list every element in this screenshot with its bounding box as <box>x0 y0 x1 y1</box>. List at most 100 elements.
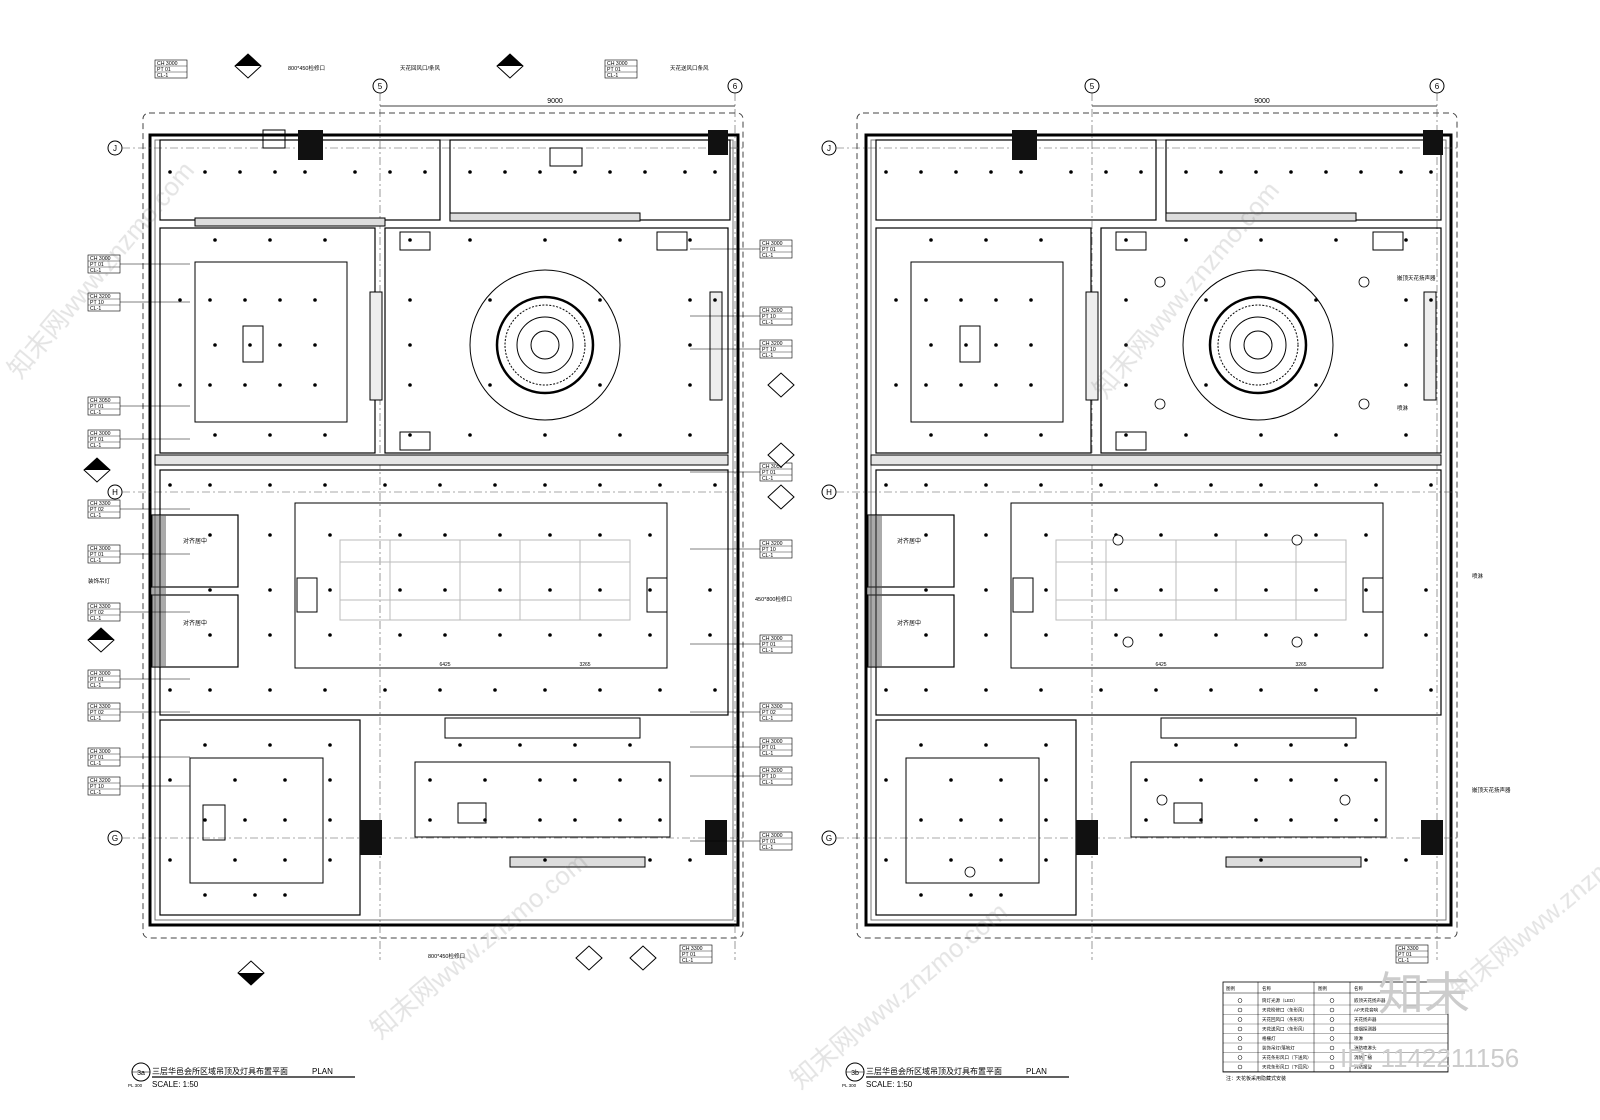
downlight-point <box>1184 433 1188 437</box>
downlight-point <box>1124 433 1128 437</box>
dim-3265: 3265 <box>579 662 590 668</box>
grid-ceiling <box>339 539 631 621</box>
downlight-point <box>168 778 172 782</box>
downlight-point <box>1104 170 1108 174</box>
downlight-point <box>1184 170 1188 174</box>
legend-footnote: 注：天花板采用隐藏式安装 <box>1226 1075 1286 1082</box>
downlight-point <box>1124 238 1128 242</box>
circular-ceiling <box>469 269 621 421</box>
downlight-point <box>984 483 988 487</box>
access-hatch <box>549 147 583 167</box>
svg-text:H: H <box>826 488 832 497</box>
downlight-point <box>884 688 888 692</box>
tag-ch: CH 3000 <box>607 61 628 67</box>
column-block <box>705 820 727 855</box>
tag-cl: CL-1 <box>90 513 101 519</box>
downlight-point <box>1314 298 1318 302</box>
downlight-point <box>919 743 923 747</box>
downlight-point <box>618 238 622 242</box>
circular-ceiling <box>1182 269 1334 421</box>
downlight-point <box>999 858 1003 862</box>
vent-slot <box>509 856 646 868</box>
chandelier-inner <box>1229 316 1287 374</box>
speaker-icon <box>1358 276 1370 288</box>
access-hatch <box>296 577 318 613</box>
tag-cl: CL-1 <box>90 558 101 564</box>
downlight-point <box>648 633 652 637</box>
downlight-point <box>1139 170 1143 174</box>
grid-bubble-H: H <box>107 484 745 500</box>
downlight-point <box>598 533 602 537</box>
downlight-point <box>313 383 317 387</box>
tag-ch: CH 3000 <box>157 61 178 67</box>
downlight-point <box>688 433 692 437</box>
downlight-point <box>1044 633 1048 637</box>
downlight-point <box>1039 688 1043 692</box>
downlight-point <box>1254 818 1258 822</box>
downlight-point <box>168 858 172 862</box>
vent-slot <box>1085 291 1099 401</box>
tag-ch: CH 3300 <box>682 946 703 952</box>
downlight-point <box>208 298 212 302</box>
downlight-point <box>543 858 547 862</box>
column-block <box>1423 130 1443 155</box>
legend-name: 消防广播 <box>1354 1054 1372 1061</box>
downlight-point <box>313 343 317 347</box>
column-block <box>708 130 728 155</box>
downlight-point <box>924 688 928 692</box>
downlight-point <box>1374 483 1378 487</box>
downlight-point <box>1159 588 1163 592</box>
svg-text:J: J <box>827 144 831 153</box>
downlight-point <box>1264 533 1268 537</box>
tag-ch: CH 3000 <box>90 749 111 755</box>
legend-name: 消防喷淋头 <box>1354 1045 1377 1052</box>
downlight-point <box>688 858 692 862</box>
align-center-note: 对齐居中 <box>183 619 207 627</box>
align-center-note: 对齐居中 <box>183 537 207 545</box>
downlight-point <box>168 170 172 174</box>
tag-ch: CH 3000 <box>762 833 783 839</box>
tag-pt: PT 02 <box>90 710 104 716</box>
tag-ch: CH 3200 <box>90 294 111 300</box>
brand-logo-text: 知末 <box>1378 968 1470 1020</box>
tag-ch: CH 3300 <box>90 604 111 610</box>
tag-cl: CL-1 <box>90 716 101 722</box>
tag-pt: PT 01 <box>90 262 104 268</box>
vent-slot <box>194 217 386 227</box>
downlight-point <box>323 238 327 242</box>
tag-ch: CH 3200 <box>90 778 111 784</box>
legend-table: 图例名称图例名称筒灯光源（LED）嵌顶天花扬声器天花检修口（条形风）AP天花音响… <box>1222 981 1449 1082</box>
downlight-point <box>1364 588 1368 592</box>
downlight-point <box>1039 238 1043 242</box>
legend-symbol <box>1329 1026 1335 1032</box>
column-block <box>1012 130 1037 160</box>
ceiling-tray-bottom <box>189 757 324 884</box>
downlight-point <box>984 688 988 692</box>
downlight-point <box>408 298 412 302</box>
dim-3265: 3265 <box>1295 662 1306 668</box>
legend-name: 格栅灯 <box>1262 1035 1276 1042</box>
downlight-point <box>1259 433 1263 437</box>
downlight-point <box>1099 483 1103 487</box>
legend-symbol <box>1237 1007 1243 1013</box>
downlight-point <box>984 743 988 747</box>
legend-header-cell: 图例 <box>1318 985 1327 992</box>
downlight-point <box>708 633 712 637</box>
chandelier-ring <box>504 304 586 386</box>
downlight-point <box>408 238 412 242</box>
access-hatch <box>1362 577 1384 613</box>
bulkhead <box>444 717 641 739</box>
downlight-point <box>1289 743 1293 747</box>
vent-slot <box>709 291 723 401</box>
legend-name: 嵌顶天花扬声器 <box>1354 997 1386 1004</box>
tag-cl: CL-1 <box>762 845 773 851</box>
downlight-point <box>538 778 542 782</box>
legend-symbol <box>1329 1064 1335 1070</box>
legend-header-cell: 名称 <box>1354 985 1363 992</box>
downlight-point <box>648 588 652 592</box>
downlight-point <box>328 858 332 862</box>
